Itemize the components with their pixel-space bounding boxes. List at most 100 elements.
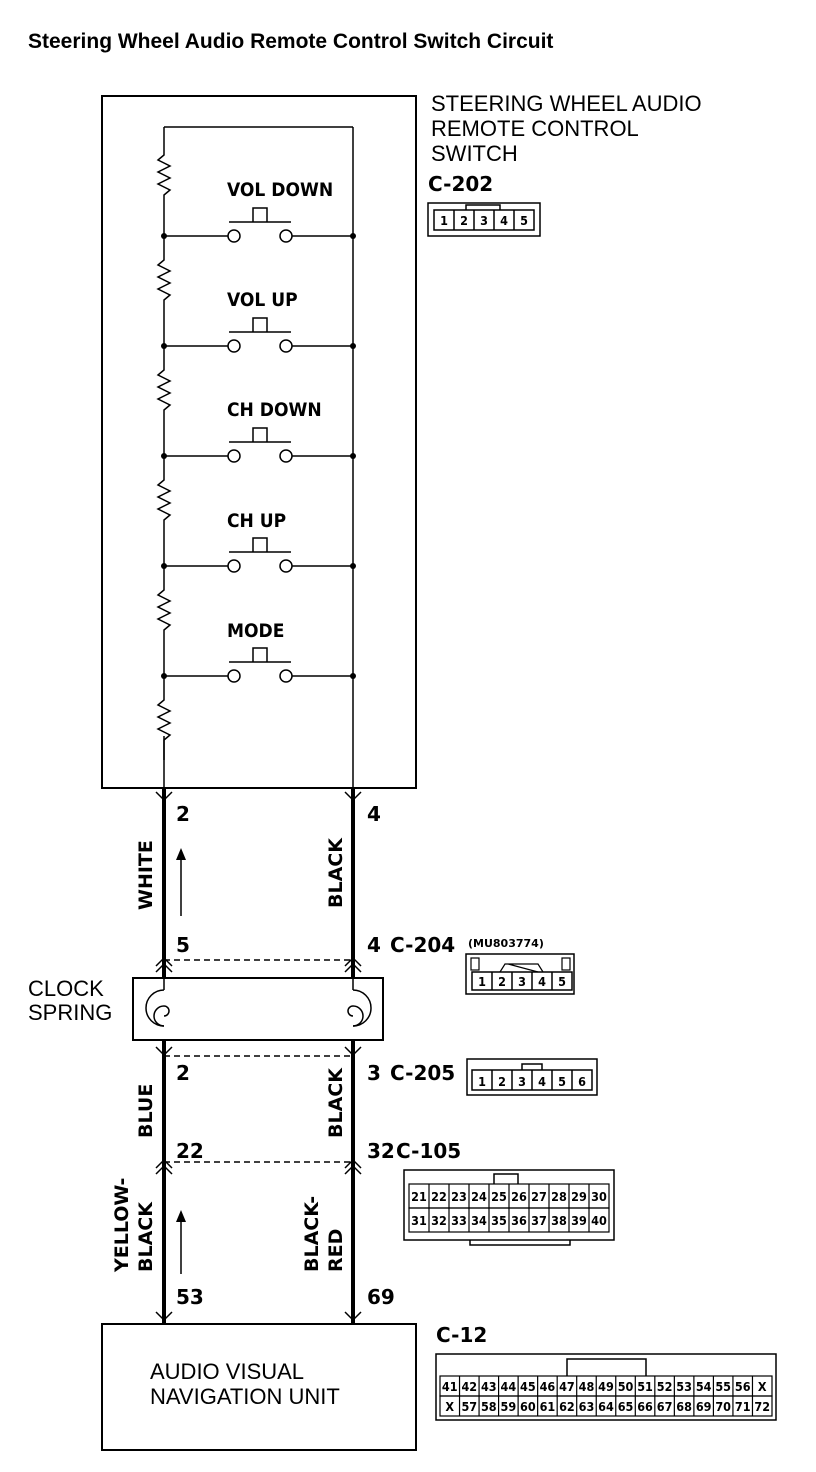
c12-pin: 58 <box>481 1399 497 1414</box>
c105-pin: 26 <box>511 1189 527 1204</box>
c12-pin: 64 <box>598 1399 614 1414</box>
c205-id: C-205 <box>390 1061 455 1085</box>
c12-pin: 65 <box>618 1399 634 1414</box>
c105-pin: 38 <box>551 1213 567 1228</box>
c12-pin: 46 <box>540 1379 556 1394</box>
switch-label-mode: MODE <box>227 620 284 642</box>
diagram-title: Steering Wheel Audio Remote Control Swit… <box>28 30 553 53</box>
connector-c105-face: 21 22 23 24 25 26 27 28 29 30 31 32 33 3… <box>403 1169 615 1246</box>
c204-id: C-204 <box>390 933 455 957</box>
resistor-5 <box>156 566 172 676</box>
c205-pin-6: 6 <box>578 1074 586 1089</box>
resistor-6 <box>156 676 172 760</box>
switch-label-vol-down: VOL DOWN <box>227 179 333 201</box>
c12-pin: 52 <box>657 1379 673 1394</box>
pin-c204-right: 4 <box>367 933 381 957</box>
c12-pin: 47 <box>559 1379 575 1394</box>
c204-pin-2: 2 <box>498 974 506 989</box>
c105-pin: 28 <box>551 1189 567 1204</box>
switch-label-ch-up: CH UP <box>227 510 286 532</box>
clock-spring-name-line2: SPRING <box>28 1000 112 1025</box>
c105-pin: 40 <box>591 1213 607 1228</box>
c105-pin: 25 <box>491 1189 507 1204</box>
c12-pin: 56 <box>735 1379 751 1394</box>
c105-pin: 30 <box>591 1189 607 1204</box>
c105-pin: 31 <box>411 1213 427 1228</box>
resistor-chain <box>156 150 172 760</box>
nav-unit-box <box>101 1323 417 1451</box>
switch-vol-up: VOL UP <box>161 289 356 353</box>
connector-c205-face: 1 2 3 4 5 6 <box>466 1058 598 1096</box>
c105-id: C-105 <box>396 1139 461 1163</box>
c105-pin: 29 <box>571 1189 587 1204</box>
c202-pin-4: 4 <box>500 213 508 228</box>
clock-spring-name-line1: CLOCK <box>28 976 104 1001</box>
c105-pin: 34 <box>471 1213 487 1228</box>
clock-spring-coil-right <box>347 978 372 1027</box>
ladder-rails <box>163 126 354 788</box>
resistor-4 <box>156 456 172 566</box>
c105-pin: 33 <box>451 1213 467 1228</box>
c12-pin: 49 <box>598 1379 614 1394</box>
c205-pin-2: 2 <box>498 1074 506 1089</box>
c12-pin: 68 <box>676 1399 692 1414</box>
wire-label-white: WHITE <box>135 840 157 910</box>
switch-unit-name-line1: STEERING WHEEL AUDIO <box>431 91 702 116</box>
c105-pin: 24 <box>471 1189 487 1204</box>
connector-dashes <box>164 959 353 1163</box>
resistor-1 <box>156 150 172 236</box>
c12-pin: 63 <box>579 1399 595 1414</box>
c12-pin: 45 <box>520 1379 536 1394</box>
c105-pin: 37 <box>531 1213 547 1228</box>
switch-connector-id: C-202 <box>428 172 493 196</box>
pin-c205-right: 3 <box>367 1061 381 1085</box>
c205-pin-1: 1 <box>478 1074 486 1089</box>
wire-label-yellow-black-l1: YELLOW- <box>111 1178 133 1273</box>
c12-pin: 62 <box>559 1399 575 1414</box>
pin-c204-left: 5 <box>176 933 190 957</box>
c12-pin: 69 <box>696 1399 712 1414</box>
c105-pin: 32 <box>431 1213 447 1228</box>
c12-pin: 70 <box>715 1399 731 1414</box>
c204-pin-5: 5 <box>558 974 566 989</box>
c204-pin-1: 1 <box>478 974 486 989</box>
wire-label-black-2: BLACK <box>325 1067 347 1138</box>
c105-pin: 39 <box>571 1213 587 1228</box>
c105-pin: 36 <box>511 1213 527 1228</box>
c205-pin-4: 4 <box>538 1074 546 1089</box>
c12-id: C-12 <box>436 1323 487 1347</box>
switch-label-vol-up: VOL UP <box>227 289 298 311</box>
c12-pin: 57 <box>461 1399 477 1414</box>
switch-label-ch-down: CH DOWN <box>227 399 322 421</box>
c202-pin-3: 3 <box>480 213 488 228</box>
pin-c105-left: 22 <box>176 1139 204 1163</box>
c12-pin: 54 <box>696 1379 712 1394</box>
pin-c12-left: 53 <box>176 1285 204 1309</box>
c105-pin: 21 <box>411 1189 427 1204</box>
c205-pin-5: 5 <box>558 1074 566 1089</box>
nav-unit-name-line1: AUDIO VISUAL <box>150 1359 304 1384</box>
switch-unit-name-line3: SWITCH <box>431 141 518 166</box>
c12-pin: 43 <box>481 1379 497 1394</box>
c105-pin: 35 <box>491 1213 507 1228</box>
c202-pin-2: 2 <box>460 213 468 228</box>
switch-unit-box <box>101 95 417 789</box>
wire-label-black-1: BLACK <box>325 837 347 908</box>
wire-label-black-red-l2: RED <box>325 1229 347 1272</box>
pin-switch-right: 4 <box>367 802 381 826</box>
connector-c202-face: 1 2 3 4 5 <box>427 202 541 237</box>
c12-pin: 66 <box>637 1399 653 1414</box>
resistor-2 <box>156 236 172 346</box>
switch-ch-down: CH DOWN <box>161 399 356 463</box>
c12-pin: 51 <box>637 1379 653 1394</box>
c105-pin: 27 <box>531 1189 547 1204</box>
c12-pin: X <box>758 1379 767 1394</box>
switch-vol-down: VOL DOWN <box>161 179 356 243</box>
c12-pin: 44 <box>501 1379 517 1394</box>
c204-part-number: (MU803774) <box>468 937 544 950</box>
c105-pin: 22 <box>431 1189 447 1204</box>
c12-pin: 55 <box>715 1379 731 1394</box>
nav-unit-name-line2: NAVIGATION UNIT <box>150 1384 340 1409</box>
